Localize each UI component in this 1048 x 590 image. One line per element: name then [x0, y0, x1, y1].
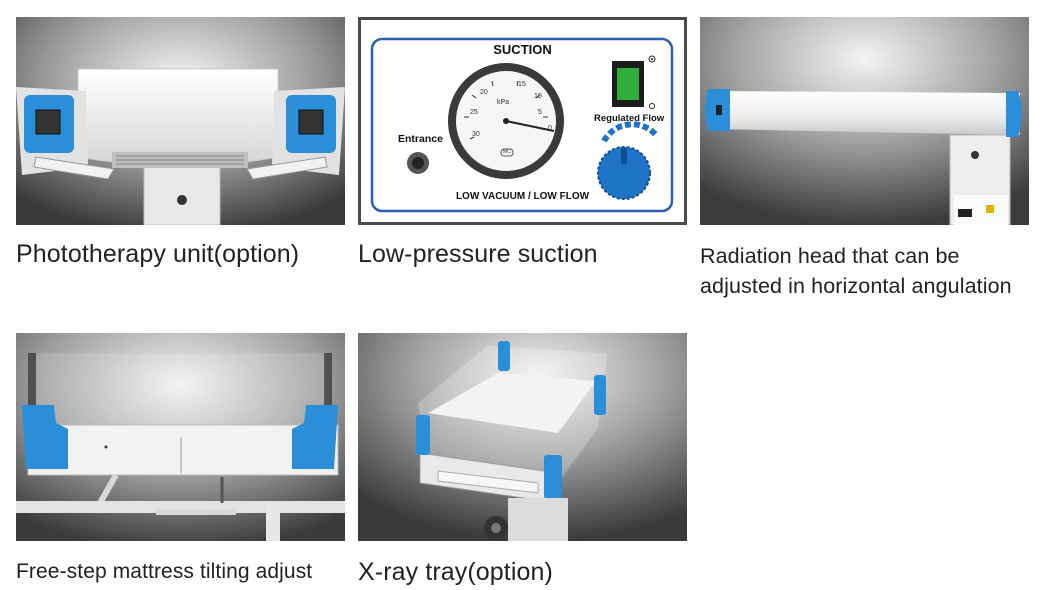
- suction-panel-photo: SUCTION 0 5 10 15 20 25 30 kPa MC Entran…: [358, 17, 687, 225]
- caption-xray: X-ray tray(option): [358, 558, 553, 586]
- xray-tray-photo: [358, 333, 687, 541]
- phototherapy-photo: [16, 17, 345, 225]
- radiation-head-photo: [700, 17, 1029, 225]
- caption-mattress: Free-step mattress tilting adjust: [16, 560, 313, 583]
- caption-radiation-line1: Radiation head that can be: [700, 244, 960, 268]
- suction-title: SUCTION: [493, 42, 552, 57]
- mattress-tilting-photo: [16, 333, 345, 541]
- caption-suction: Low-pressure suction: [358, 240, 598, 268]
- regulated-flow-label: Regulated Flow: [594, 113, 665, 124]
- entrance-label: Entrance: [398, 133, 443, 145]
- gauge-tick-30: 30: [472, 131, 480, 138]
- gauge-tick-20: 20: [480, 89, 488, 96]
- gauge-tick-10: 10: [534, 93, 542, 100]
- suction-bottom-label: LOW VACUUM / LOW FLOW: [455, 191, 590, 202]
- gauge-unit: kPa: [497, 99, 510, 106]
- gauge-tick-15: 15: [518, 81, 526, 88]
- gauge-tick-25: 25: [470, 109, 478, 116]
- gauge-tick-5: 5: [538, 109, 542, 116]
- gauge-tick-0: 0: [548, 125, 552, 132]
- gauge-badge: MC: [503, 149, 511, 155]
- caption-phototherapy: Phototherapy unit(option): [16, 240, 300, 268]
- caption-radiation-line2: adjusted in horizontal angulation: [700, 274, 1012, 298]
